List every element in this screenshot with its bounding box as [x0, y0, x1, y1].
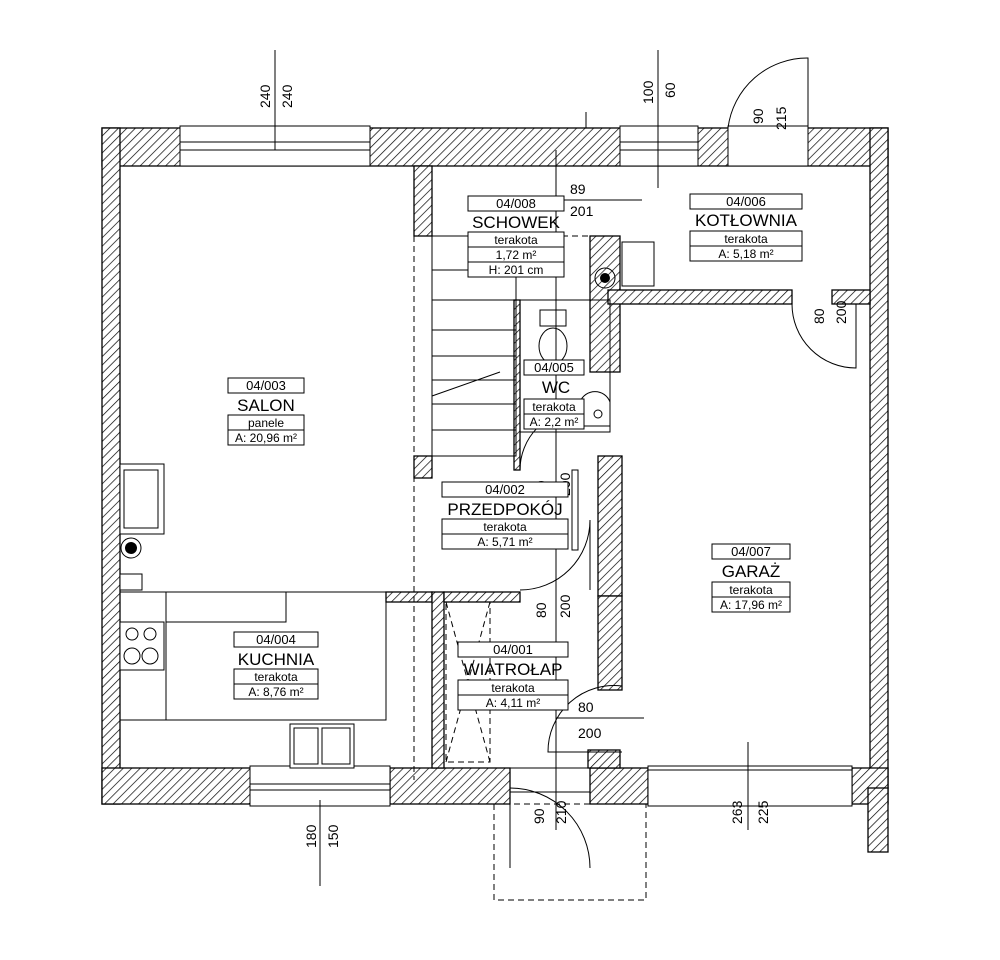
dimension-labels: 240 240 100 60 90 215 89 201 80 200 80 2…	[257, 80, 849, 848]
dim-door-przedpokoj-a: 80	[533, 602, 549, 618]
dim-door-kotlownia-b: 200	[833, 300, 849, 324]
dim-schowek-a: 89	[570, 181, 586, 197]
room-kotlownia: 04/006 KOTŁOWNIA terakota A: 5,18 m²	[689, 193, 803, 262]
room-area: A: 2,2 m²	[530, 415, 579, 429]
room-number: 04/005	[534, 360, 574, 375]
room-number: 04/003	[246, 378, 286, 393]
dim-door-garaz-a: 80	[578, 699, 594, 715]
dim-window-bottom-left-a: 180	[303, 824, 319, 848]
dim-window-bottom-left-b: 150	[325, 824, 341, 848]
room-name: SCHOWEK	[472, 213, 561, 232]
room-floor: terakota	[483, 520, 527, 534]
dim-garage-gate-b: 225	[755, 800, 771, 824]
dim-door-kotlownia-a: 80	[811, 308, 827, 324]
dim-door-entry-b: 210	[553, 800, 569, 824]
room-area: A: 17,96 m²	[720, 598, 782, 612]
room-floor: terakota	[729, 583, 773, 597]
room-floor: terakota	[724, 232, 768, 246]
room-kuchnia: 04/004 KUCHNIA terakota A: 8,76 m²	[233, 631, 319, 700]
room-number: 04/002	[485, 482, 525, 497]
dim-window-top-left-b: 240	[279, 84, 295, 108]
room-schowek: 04/008 SCHOWEK terakota 1,72 m² H: 201 c…	[467, 195, 565, 278]
interior-walls	[119, 165, 871, 769]
dim-door-garaz-b: 200	[578, 725, 602, 741]
room-wiatrolap: 04/001 WIATROŁAP terakota A: 4,11 m²	[457, 641, 569, 711]
room-floor: terakota	[532, 400, 576, 414]
room-floor: panele	[248, 416, 284, 430]
room-area: A: 5,71 m²	[477, 535, 532, 549]
room-number: 04/004	[256, 632, 296, 647]
room-floor: terakota	[494, 233, 538, 247]
room-floor: terakota	[254, 670, 298, 684]
room-number: 04/007	[731, 544, 771, 559]
room-area: A: 20,96 m²	[235, 431, 297, 445]
dim-garage-gate-a: 263	[729, 800, 745, 824]
room-height: H: 201 cm	[489, 263, 544, 277]
dim-schowek-b: 201	[570, 203, 594, 219]
room-area: A: 8,76 m²	[248, 685, 303, 699]
room-name: KOTŁOWNIA	[695, 211, 798, 230]
dim-window-top-right-a: 100	[640, 80, 656, 104]
room-name: GARAŻ	[722, 562, 781, 581]
room-area: A: 4,11 m²	[486, 696, 540, 710]
room-name: WC	[542, 378, 570, 397]
dim-door-przedpokoj-b: 200	[557, 594, 573, 618]
dim-door-top-right-a: 90	[750, 108, 766, 124]
room-name: WIATROŁAP	[464, 660, 563, 679]
room-name: KUCHNIA	[238, 650, 315, 669]
dim-window-top-left-a: 240	[257, 84, 273, 108]
room-name: SALON	[237, 396, 295, 415]
room-wc: 04/005 WC terakota A: 2,2 m²	[523, 359, 585, 430]
room-name: PRZEDPOKÓJ	[447, 500, 562, 519]
dim-door-entry-a: 90	[531, 808, 547, 824]
fixtures	[119, 241, 655, 769]
room-number: 04/008	[496, 196, 536, 211]
room-number: 04/006	[726, 194, 766, 209]
room-salon: 04/003 SALON panele A: 20,96 m²	[227, 377, 305, 446]
room-area: 1,72 m²	[496, 248, 537, 262]
room-number: 04/001	[493, 642, 533, 657]
dim-window-top-right-b: 60	[662, 82, 678, 98]
room-garaz: 04/007 GARAŻ terakota A: 17,96 m²	[711, 543, 791, 613]
room-area: A: 5,18 m²	[718, 247, 773, 261]
dim-door-top-right-b: 215	[773, 106, 789, 130]
room-floor: terakota	[491, 681, 535, 695]
room-przedpokoj: 04/002 PRZEDPOKÓJ terakota A: 5,71 m²	[441, 481, 569, 550]
